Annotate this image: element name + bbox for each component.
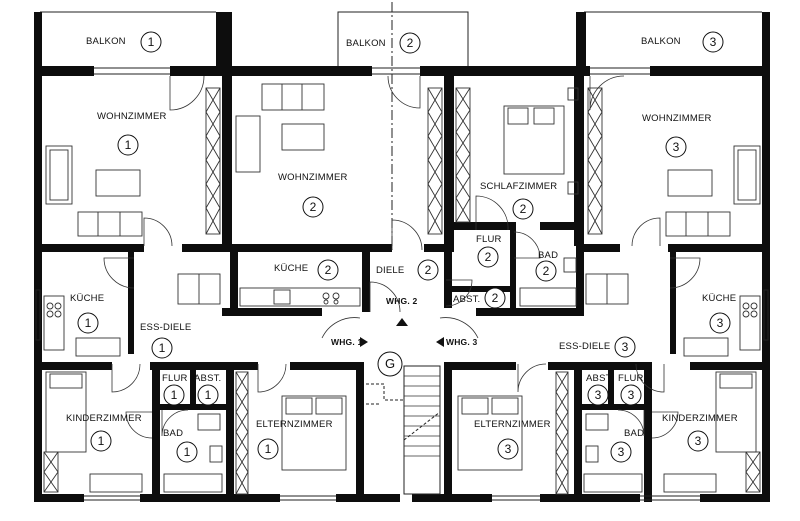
apartment-number-abst1: 1 [205,388,212,402]
room-label-flur3: FLUR [618,373,644,384]
furniture [43,83,761,493]
room-label-essdiele3: ESS-DIELE [559,341,610,352]
door-swings [103,75,701,439]
apartment-circle-kinder1 [90,430,112,452]
apartment-number-bad1: 1 [184,445,191,459]
apartment-number-eltern3: 3 [505,442,512,456]
room-label-abst3: ABST. [586,373,613,384]
entrance-label-whg3: WHG. 3 [446,337,477,347]
room-label-eltern1: ELTERNZIMMER [256,419,333,430]
room-label-abst1: ABST. [194,373,221,384]
apartment-circle-flur3 [620,384,642,406]
apartment-number-flur1: 1 [171,388,178,402]
apartment-number-essdiele1: 1 [159,341,166,355]
apartment-circle-schlaf2 [512,198,534,220]
room-label-kueche2: KÜCHE [274,263,308,274]
room-label-balkon1: BALKON [86,36,126,47]
apartment-number-bad2: 2 [543,264,550,278]
room-label-eltern3: ELTERNZIMMER [474,419,551,430]
apartment-circle-diele2 [417,259,439,281]
apartment-number-kueche1: 1 [85,316,92,330]
apartment-number-kinder1: 1 [98,434,105,448]
wardrobes [43,87,761,495]
room-label-schlaf2: SCHLAFZIMMER [480,181,557,192]
stair-circle [377,351,403,377]
entrance-arrows [360,318,444,347]
apartment-circle-essdiele3 [614,336,636,358]
entrance-label-whg1: WHG. 1 [331,337,362,347]
apartment-circle-balkon3 [702,31,724,53]
room-label-bad2: BAD [538,250,558,261]
windows [35,67,769,501]
apartment-number-flur2: 2 [485,250,492,264]
apartment-number-kinder3: 3 [695,434,702,448]
apartment-circle-eltern3 [497,438,519,460]
apartment-number-eltern1: 1 [265,442,272,456]
apartment-circle-kueche1 [77,312,99,334]
apartment-circle-wohn1 [117,134,139,156]
apartment-circle-flur2 [477,246,499,268]
room-label-diele2: DIELE [376,265,404,276]
apartment-circle-wohn3 [665,136,687,158]
room-label-wohn1: WOHNZIMMER [97,111,167,122]
room-label-bad1: BAD [163,428,183,439]
apartment-circle-flur1 [163,384,185,406]
stair-label: G [385,356,395,371]
apartment-circle-wohn2 [302,196,324,218]
apartment-circle-abst3 [587,384,609,406]
walls [34,12,770,502]
room-label-kinder3: KINDERZIMMER [662,413,738,424]
apartment-number-flur3: 3 [628,388,635,402]
room-label-flur1: FLUR [162,373,188,384]
room-label-kueche3: KÜCHE [702,293,736,304]
room-label-bad3: BAD [624,428,644,439]
apartment-number-diele2: 2 [425,263,432,277]
apartment-circle-kinder3 [687,430,709,452]
apartment-circle-balkon2 [399,32,421,54]
apartment-circle-bad1 [176,441,198,463]
apartment-number-kueche2: 2 [325,263,332,277]
room-label-balkon2: BALKON [346,38,386,49]
apartment-number-abst2: 2 [492,291,499,305]
room-label-kinder1: KINDERZIMMER [66,413,142,424]
apartment-number-balkon1: 1 [148,35,155,49]
room-label-flur2: FLUR [476,234,502,245]
room-label-abst2: ABST. [453,294,480,305]
entrance-label-whg2: WHG. 2 [386,296,417,306]
apartment-circle-kueche2 [317,259,339,281]
apartment-number-kueche3: 3 [717,316,724,330]
apartment-circle-abst1 [197,384,219,406]
staircase [366,365,441,495]
apartment-number-balkon2: 2 [407,36,414,50]
apartment-number-abst3: 3 [595,388,602,402]
apartment-number-balkon3: 3 [710,35,717,49]
apartment-number-essdiele3: 3 [622,340,629,354]
room-label-wohn2: WOHNZIMMER [278,172,348,183]
apartment-number-wohn3: 3 [673,140,680,154]
room-label-essdiele1: ESS-DIELE [140,322,191,333]
room-label-wohn3: WOHNZIMMER [642,113,712,124]
apartment-circle-bad2 [535,260,557,282]
apartment-circle-abst2 [484,287,506,309]
apartment-number-wohn1: 1 [125,138,132,152]
apartment-circle-eltern1 [257,438,279,460]
apartment-number-wohn2: 2 [310,200,317,214]
apartment-circle-balkon1 [140,31,162,53]
apartment-circle-kueche3 [709,312,731,334]
apartment-circle-essdiele1 [151,337,173,359]
apartment-number-bad3: 3 [618,445,625,459]
room-label-balkon3: BALKON [641,36,681,47]
apartment-circle-bad3 [610,441,632,463]
room-label-kueche1: KÜCHE [70,293,104,304]
apartment-number-schlaf2: 2 [520,202,527,216]
